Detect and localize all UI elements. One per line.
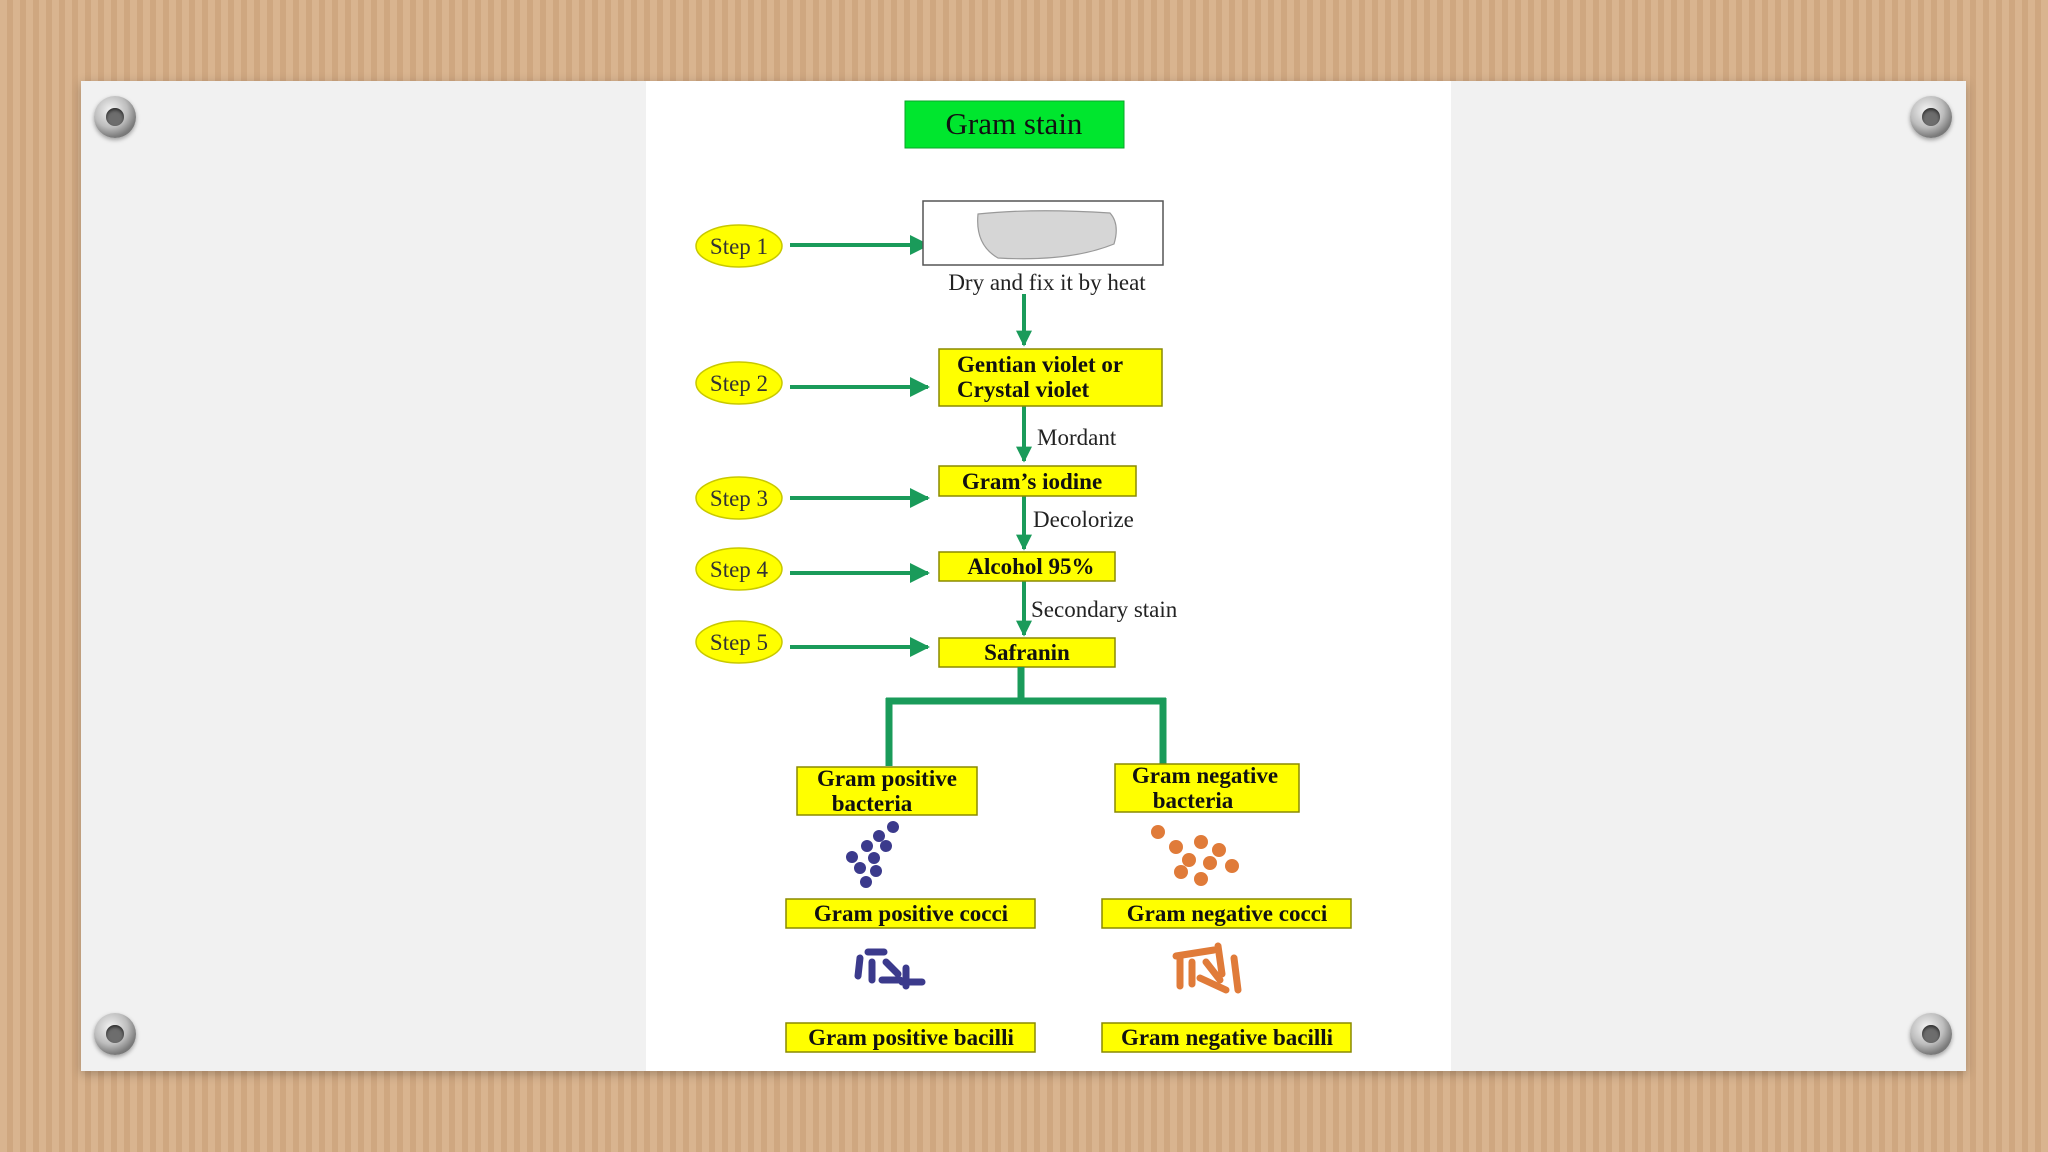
step-5: Step 5 [695, 620, 783, 664]
glass-slide [922, 200, 1164, 266]
box-label: Alcohol 95% [967, 554, 1094, 579]
negative-cocci-icon [1151, 825, 1239, 886]
step-label: Step 2 [710, 371, 768, 396]
title-box: Gram stain [904, 100, 1125, 149]
arrow-label-mordant: Mordant [1037, 425, 1117, 450]
box-label: Gentian violet or [957, 352, 1123, 377]
grommet-icon [94, 96, 136, 138]
box-label: Gram negative bacilli [1121, 1025, 1334, 1050]
box-label: Gram positive bacilli [808, 1025, 1014, 1050]
arrow-label-decolorize: Decolorize [1033, 507, 1134, 532]
step-1: Step 1 [695, 224, 783, 268]
box-label: bacteria [1153, 788, 1234, 813]
slide-caption: Dry and fix it by heat [948, 270, 1146, 295]
step-4: Step 4 [695, 547, 783, 591]
box-label: Gram positive [817, 766, 957, 791]
positive-bacilli-icon [854, 948, 926, 990]
step-3: Step 3 [695, 476, 783, 520]
step-label: Step 3 [710, 486, 768, 511]
alcohol-box: Alcohol 95% [938, 551, 1116, 582]
safranin-box: Safranin [938, 637, 1116, 668]
box-label: Crystal violet [957, 377, 1090, 402]
step-label: Step 1 [710, 234, 768, 259]
step-2: Step 2 [695, 361, 783, 405]
gram-negative-bacteria-box: Gram negative bacteria [1114, 763, 1300, 813]
step-label: Step 5 [710, 630, 768, 655]
gram-positive-bacteria-box: Gram positive bacteria [796, 766, 978, 816]
arrow-label-secondary: Secondary stain [1031, 597, 1178, 622]
box-label: Gram negative cocci [1127, 901, 1328, 926]
negative-bacilli-icon [1172, 942, 1242, 994]
grommet-icon [1910, 96, 1952, 138]
positive-cocci-icon [846, 821, 899, 888]
step-label: Step 4 [710, 557, 769, 582]
gram-negative-bacilli-box: Gram negative bacilli [1101, 1022, 1352, 1053]
gram-positive-cocci-box: Gram positive cocci [785, 898, 1036, 929]
smear-icon [977, 210, 1117, 260]
box-label: Gram positive cocci [814, 901, 1009, 926]
branch-connector [885, 667, 1167, 766]
grommet-icon [1910, 1013, 1952, 1055]
box-label: bacteria [832, 791, 913, 816]
grommet-icon [94, 1013, 136, 1055]
box-label: Gram’s iodine [962, 469, 1102, 494]
gram-negative-cocci-box: Gram negative cocci [1101, 898, 1352, 929]
gram-positive-bacilli-box: Gram positive bacilli [785, 1022, 1036, 1053]
gentian-violet-box: Gentian violet or Crystal violet [938, 348, 1163, 407]
grams-iodine-box: Gram’s iodine [938, 465, 1137, 497]
page-title: Gram stain [946, 106, 1083, 141]
box-label: Safranin [984, 640, 1070, 665]
box-label: Gram negative [1132, 763, 1278, 788]
